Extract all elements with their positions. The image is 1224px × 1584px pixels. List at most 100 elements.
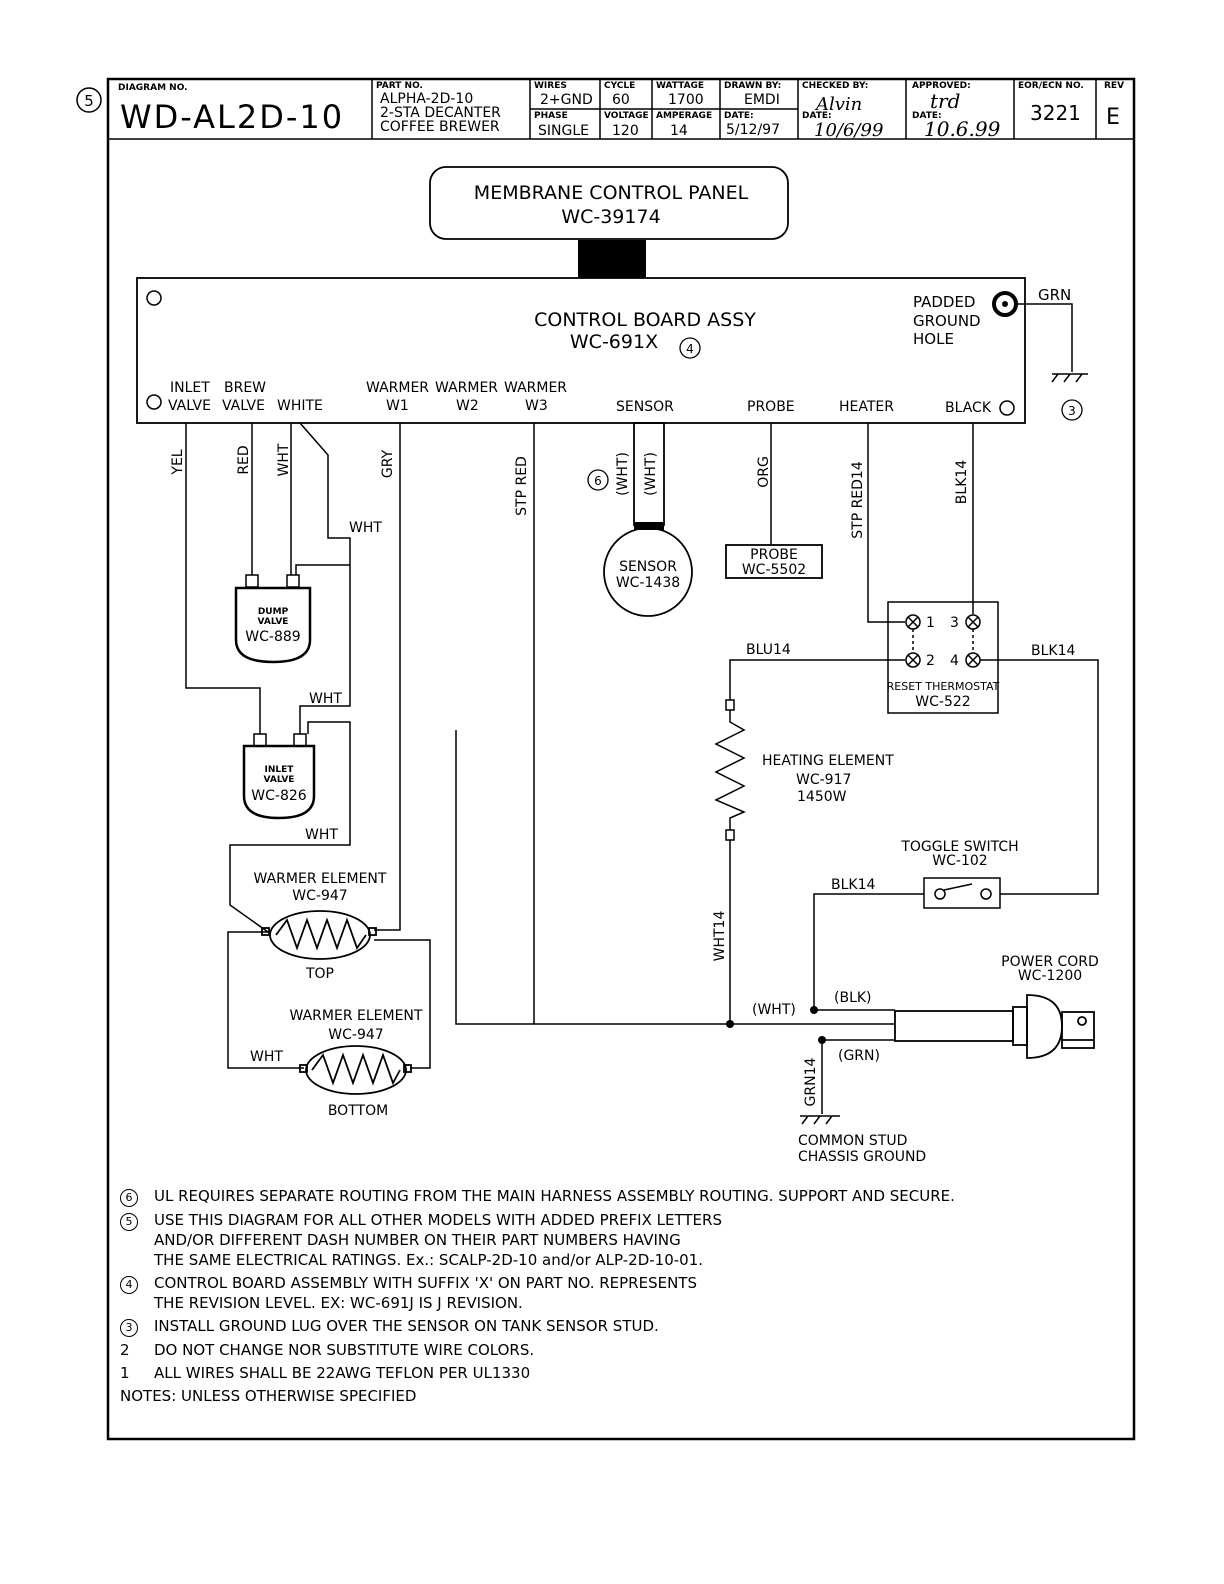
note-5-number: 5 — [120, 1213, 138, 1231]
wire-stp-red14 — [867, 423, 905, 623]
term-probe: PROBE — [747, 399, 795, 415]
term-inlet-1: INLET — [170, 380, 210, 396]
note-1-number: 1 — [120, 1364, 130, 1382]
approved-by-signature: trd — [930, 89, 960, 113]
notes-footer: NOTES: UNLESS OTHERWISE SPECIFIED — [120, 1386, 1100, 1406]
note-6: 6 UL REQUIRES SEPARATE ROUTING FROM THE … — [120, 1186, 1100, 1207]
note-3-number: 3 — [120, 1319, 138, 1337]
drawing-border — [106, 77, 1136, 1441]
label-blu14: BLU14 — [746, 642, 791, 658]
label-cord-wht: (WHT) — [752, 1002, 796, 1018]
wire-wht-white — [299, 422, 351, 734]
label-stp-red: STP RED — [514, 456, 530, 516]
note-3-text: INSTALL GROUND LUG OVER THE SENSOR ON TA… — [154, 1317, 659, 1335]
note-5-text: USE THIS DIAGRAM FOR ALL OTHER MODELS WI… — [154, 1211, 722, 1269]
ground-hole-center — [1002, 301, 1008, 307]
warmer-top-part: WC-947 — [292, 888, 347, 904]
label-grn14: GRN14 — [803, 1057, 819, 1106]
probe-name: PROBE — [750, 547, 798, 563]
label-red: RED — [236, 445, 252, 474]
note-5: 5 USE THIS DIAGRAM FOR ALL OTHER MODELS … — [120, 1210, 1100, 1270]
warmer-bottom-name: WARMER ELEMENT — [290, 1008, 423, 1024]
part-no: ALPHA-2D-10 — [380, 91, 473, 107]
term-sensor: SENSOR — [616, 399, 674, 415]
heating-element-part: WC-917 — [796, 772, 851, 788]
thermostat-terminals — [905, 614, 981, 668]
cycle-label: CYCLE — [604, 81, 635, 91]
junction-hot — [810, 1006, 818, 1014]
part-desc-1: 2-STA DECANTER — [380, 105, 501, 121]
label-org: ORG — [756, 456, 772, 488]
warmer-element-top — [261, 910, 377, 960]
ribbon-connector — [578, 240, 646, 278]
label-sensor-b: (WHT) — [643, 452, 659, 496]
membrane-panel-part: WC-39174 — [561, 206, 660, 228]
note-3-marker-label: 3 — [1068, 404, 1076, 418]
warmer-top-position: TOP — [305, 966, 334, 982]
label-stp-red14: STP RED14 — [850, 461, 866, 539]
wires-value: 2+GND — [540, 92, 593, 108]
dump-valve — [234, 574, 312, 664]
wires-label: WIRES — [534, 81, 567, 91]
label-sensor-a: (WHT) — [615, 452, 631, 496]
wire-group — [185, 422, 1099, 1114]
approved-date-value: 10.6.99 — [924, 117, 1001, 141]
inlet-valve-part: WC-826 — [251, 788, 306, 804]
heating-element — [714, 699, 746, 841]
thermostat-t1: 1 — [926, 615, 935, 631]
term-w2-2: W2 — [456, 398, 479, 414]
term-brew-2: VALVE — [222, 398, 265, 414]
label-wht-white: WHT — [349, 520, 382, 536]
junction-neutral — [726, 1020, 734, 1028]
sensor-name: SENSOR — [619, 559, 677, 575]
note-1-text: ALL WIRES SHALL BE 22AWG TEFLON PER UL13… — [154, 1364, 531, 1382]
wire-blu14 — [729, 659, 905, 700]
note-6-marker-label: 6 — [594, 474, 602, 488]
ground-hole-line1: PADDED — [913, 293, 975, 311]
note-6-text: UL REQUIRES SEPARATE ROUTING FROM THE MA… — [154, 1187, 955, 1205]
amperage-label: AMPERAGE — [656, 111, 712, 121]
voltage-value: 120 — [612, 123, 639, 139]
ground-wire — [1016, 303, 1073, 372]
sensor-cable-end — [634, 522, 664, 530]
wire-dump-to-route — [295, 564, 350, 575]
note-4-text: CONTROL BOARD ASSEMBLY WITH SUFFIX 'X' O… — [154, 1274, 697, 1312]
note-5-marker-label: 5 — [84, 92, 94, 110]
approved-label: APPROVED: — [912, 81, 971, 91]
control-board — [136, 277, 1026, 424]
wire-warmer-link — [374, 939, 431, 1069]
wire-blk14-switch — [813, 893, 924, 1010]
membrane-control-panel — [429, 166, 789, 240]
drawn-date-label: DATE: — [724, 111, 754, 121]
checked-by-label: CHECKED BY: — [802, 81, 868, 91]
power-cord-name: POWER CORD — [1001, 954, 1099, 970]
wire-yel — [185, 423, 261, 734]
term-w3-1: WARMER — [504, 380, 567, 396]
term-w1-2: W1 — [386, 398, 409, 414]
warmer-bottom-part: WC-947 — [328, 1027, 383, 1043]
term-w3-2: W3 — [525, 398, 548, 414]
thermostat-t4: 4 — [950, 653, 959, 669]
drawn-by-label: DRAWN BY: — [724, 81, 781, 91]
thermostat-part: WC-522 — [915, 694, 970, 710]
note-6-number: 6 — [120, 1189, 138, 1207]
mount-hole-top-left — [146, 290, 162, 306]
label-wht-inlet: WHT — [309, 691, 342, 707]
wire-stp-red-loop — [455, 423, 535, 1025]
wire-wht-bottom — [227, 931, 304, 1069]
note-5-marker — [76, 87, 102, 113]
approved-date-label: DATE: — [912, 111, 942, 121]
board-ground-symbol — [1051, 373, 1088, 383]
note-4-number: 4 — [120, 1276, 138, 1294]
notes-footer-text: NOTES: UNLESS OTHERWISE SPECIFIED — [120, 1387, 417, 1405]
control-board-part: WC-691X — [570, 331, 658, 353]
part-desc-2: COFFEE BREWER — [380, 119, 500, 135]
inlet-valve — [242, 733, 316, 820]
drawn-by-value: EMDI — [744, 92, 780, 108]
term-inlet-2: VALVE — [168, 398, 211, 414]
label-blk14-top: BLK14 — [954, 460, 970, 504]
warmer-element-bottom — [299, 1045, 412, 1095]
mount-hole-bottom-right — [999, 400, 1015, 416]
junction-ground — [818, 1036, 826, 1044]
